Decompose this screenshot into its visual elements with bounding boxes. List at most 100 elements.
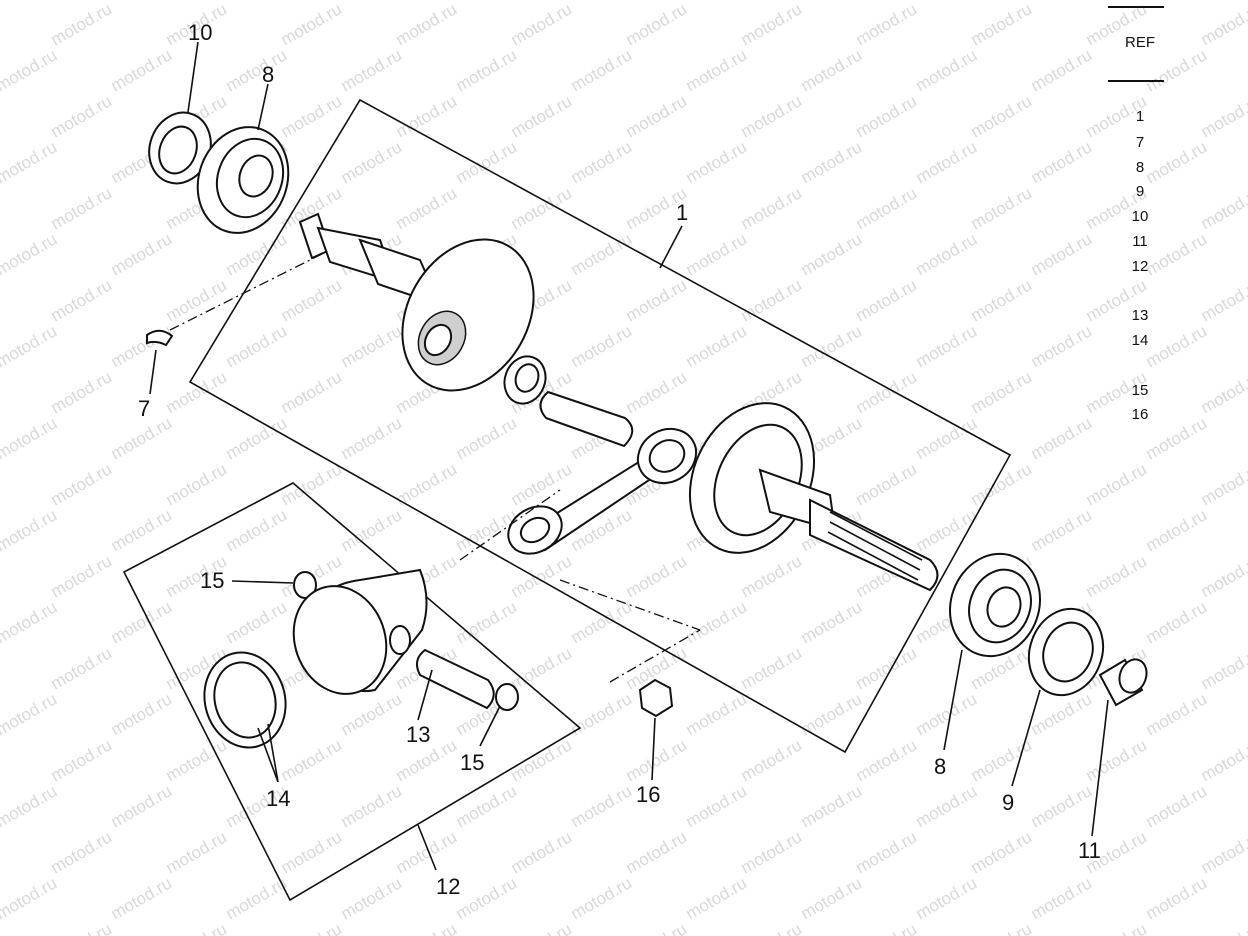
watermark-text: motod.ru: [798, 873, 866, 923]
watermark-text: motod.ru: [278, 367, 346, 417]
needle-bearing: [503, 355, 547, 405]
watermark-text: motod.ru: [453, 0, 521, 3]
watermark-text: motod.ru: [683, 229, 751, 279]
watermark-text: motod.ru: [683, 781, 751, 831]
ref-top-rule: [1108, 6, 1164, 8]
watermark-text: motod.ru: [1198, 0, 1248, 49]
watermark-text: motod.ru: [108, 689, 176, 739]
watermark-text: motod.ru: [108, 45, 176, 95]
watermark-text: motod.ru: [48, 275, 116, 325]
watermark-text: motod.ru: [568, 689, 636, 739]
watermark-text: motod.ru: [738, 827, 806, 877]
watermark-text: motod.ru: [1198, 367, 1248, 417]
watermark-text: motod.ru: [1028, 137, 1096, 187]
ref-header-rule: [1108, 80, 1164, 82]
watermark-text: motod.ru: [738, 919, 806, 936]
watermark-text: motod.ru: [508, 827, 576, 877]
crankshaft-right-half: [688, 402, 939, 592]
watermark-text: motod.ru: [853, 275, 921, 325]
watermark-text: motod.ru: [453, 413, 521, 463]
watermark-text: motod.ru: [163, 275, 231, 325]
callout-1: 1: [676, 200, 688, 225]
watermark-text: motod.ru: [508, 735, 576, 785]
watermark-text: motod.ru: [453, 873, 521, 923]
watermark-text: motod.ru: [1198, 551, 1248, 601]
watermark-text: motod.ru: [338, 781, 406, 831]
watermark-text: motod.ru: [0, 229, 60, 279]
crankshaft-assembly-boundary: [188, 98, 1012, 754]
watermark-text: motod.ru: [623, 91, 691, 141]
ref-number: 7: [1135, 134, 1145, 151]
watermark-text: motod.ru: [223, 505, 291, 555]
watermark-text: motod.ru: [0, 873, 60, 923]
callout-8-left: 8: [262, 62, 274, 87]
watermark-text: motod.ru: [623, 919, 691, 936]
watermark-text: motod.ru: [1028, 45, 1096, 95]
watermark-text: motod.ru: [1028, 0, 1096, 3]
watermark-text: motod.ru: [108, 229, 176, 279]
watermark-text: motod.ru: [0, 689, 60, 739]
callout-9: 9: [1002, 790, 1014, 815]
watermark-text: motod.ru: [568, 137, 636, 187]
watermark-text: motod.ru: [223, 45, 291, 95]
watermark-text: motod.ru: [1083, 551, 1151, 601]
watermark-text: motod.ru: [683, 597, 751, 647]
watermark-text: motod.ru: [163, 367, 231, 417]
watermark-text: motod.ru: [453, 137, 521, 187]
watermark-text: motod.ru: [0, 45, 60, 95]
watermark-text: motod.ru: [1083, 919, 1151, 936]
watermark-text: motod.ru: [453, 597, 521, 647]
watermark-text: motod.ru: [1198, 643, 1248, 693]
watermark-text: motod.ru: [1083, 735, 1151, 785]
watermark-text: motod.ru: [278, 275, 346, 325]
watermark-text: motod.ru: [393, 919, 461, 936]
callout-12: 12: [436, 874, 460, 899]
watermark-text: motod.ru: [738, 183, 806, 233]
piston-pin: [415, 648, 495, 710]
watermark-text: motod.ru: [1198, 91, 1248, 141]
watermark-text: motod.ru: [738, 643, 806, 693]
ref-number: 11: [1132, 233, 1148, 250]
watermark-text: motod.ru: [1198, 183, 1248, 233]
watermark-text: motod.ru: [568, 597, 636, 647]
oil-seal-left: [148, 111, 212, 185]
watermark-text: motod.ru: [278, 919, 346, 936]
watermark-text: motod.ru: [853, 827, 921, 877]
collar: [1098, 658, 1148, 707]
watermark-text: motod.ru: [1198, 275, 1248, 325]
watermark-text: motod.ru: [338, 413, 406, 463]
watermark-text: motod.ru: [48, 643, 116, 693]
oil-seal-right: [1027, 607, 1105, 697]
watermark-text: motod.ru: [798, 0, 866, 3]
watermark-text: motod.ru: [623, 827, 691, 877]
watermark-text: motod.ru: [913, 321, 981, 371]
piston-rings: [203, 651, 287, 749]
watermark-text: motod.ru: [48, 0, 116, 49]
watermark-text: motod.ru: [913, 781, 981, 831]
watermark-text: motod.ru: [108, 781, 176, 831]
watermark-text: motod.ru: [683, 45, 751, 95]
watermark-text: motod.ru: [338, 321, 406, 371]
connecting-rod: [507, 427, 698, 555]
watermark-text: motod.ru: [108, 321, 176, 371]
watermark-text: motod.ru: [48, 459, 116, 509]
watermark-text: motod.ru: [798, 781, 866, 831]
watermark-text: motod.ru: [393, 0, 461, 49]
watermark-text: motod.ru: [1083, 459, 1151, 509]
watermark-text: motod.ru: [968, 183, 1036, 233]
watermark-text: motod.ru: [798, 137, 866, 187]
watermark-text: motod.ru: [623, 367, 691, 417]
crankshaft-left-half: [298, 212, 535, 392]
ref-number: 1: [1135, 108, 1145, 125]
watermark-text: motod.ru: [278, 91, 346, 141]
watermark-text: motod.ru: [508, 91, 576, 141]
piston-assembly-boundary: [122, 482, 582, 902]
watermark-text: motod.ru: [223, 0, 291, 3]
watermark-text: motod.ru: [568, 229, 636, 279]
ref-number: 12: [1131, 258, 1149, 275]
watermark-text: motod.ru: [853, 0, 921, 49]
ref-number: 10: [1131, 208, 1149, 225]
watermark-text: motod.ru: [568, 0, 636, 3]
watermark-text: motod.ru: [738, 735, 806, 785]
